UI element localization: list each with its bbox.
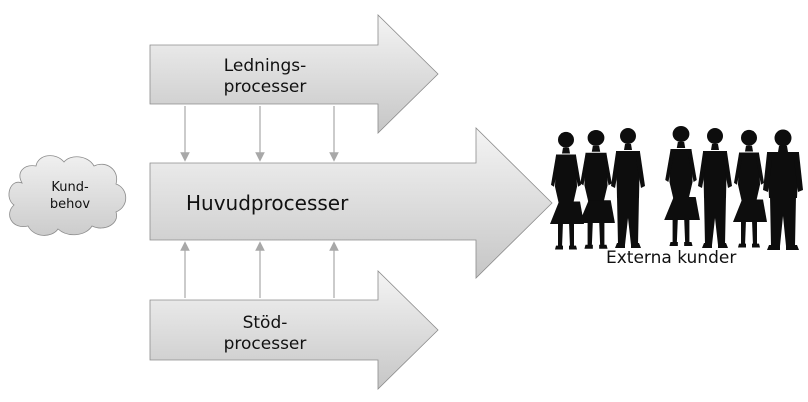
- management-label-line2: processer: [223, 77, 307, 98]
- core-process-label: Huvudprocesser: [186, 191, 348, 216]
- customer-silhouette-4: [664, 126, 700, 246]
- customer-need-cloud: [8, 155, 127, 236]
- support-connectors: [180, 241, 339, 298]
- management-connectors: [180, 106, 339, 162]
- external-customers-text: Externa kunder: [606, 248, 737, 268]
- support-label-line2: processer: [223, 334, 307, 355]
- customer-silhouette-5: [698, 128, 732, 248]
- support-process-label: Stöd- processer: [150, 313, 380, 356]
- customer-need-label: Kund- behov: [16, 180, 124, 214]
- customer-silhouette-2: [579, 129, 615, 249]
- core-label: Huvudprocesser: [186, 191, 349, 215]
- management-label-line1: Lednings-: [223, 56, 307, 76]
- management-process-label: Lednings- processer: [150, 56, 380, 99]
- customer-silhouette-6: [733, 129, 767, 248]
- core-process-arrow: [149, 127, 553, 279]
- support-process-arrow: [149, 270, 439, 390]
- support-label-line1: Stöd-: [242, 313, 288, 333]
- customer-need-line2: behov: [49, 196, 91, 212]
- management-process-arrow: [149, 14, 439, 134]
- customer-need-line1: Kund-: [51, 180, 89, 195]
- customer-silhouette-3: [611, 128, 645, 248]
- external-customers-label: Externa kunder: [606, 248, 736, 269]
- customer-silhouette-7: [763, 129, 803, 250]
- customer-silhouette-1: [550, 131, 584, 250]
- customer-silhouettes: [550, 126, 803, 250]
